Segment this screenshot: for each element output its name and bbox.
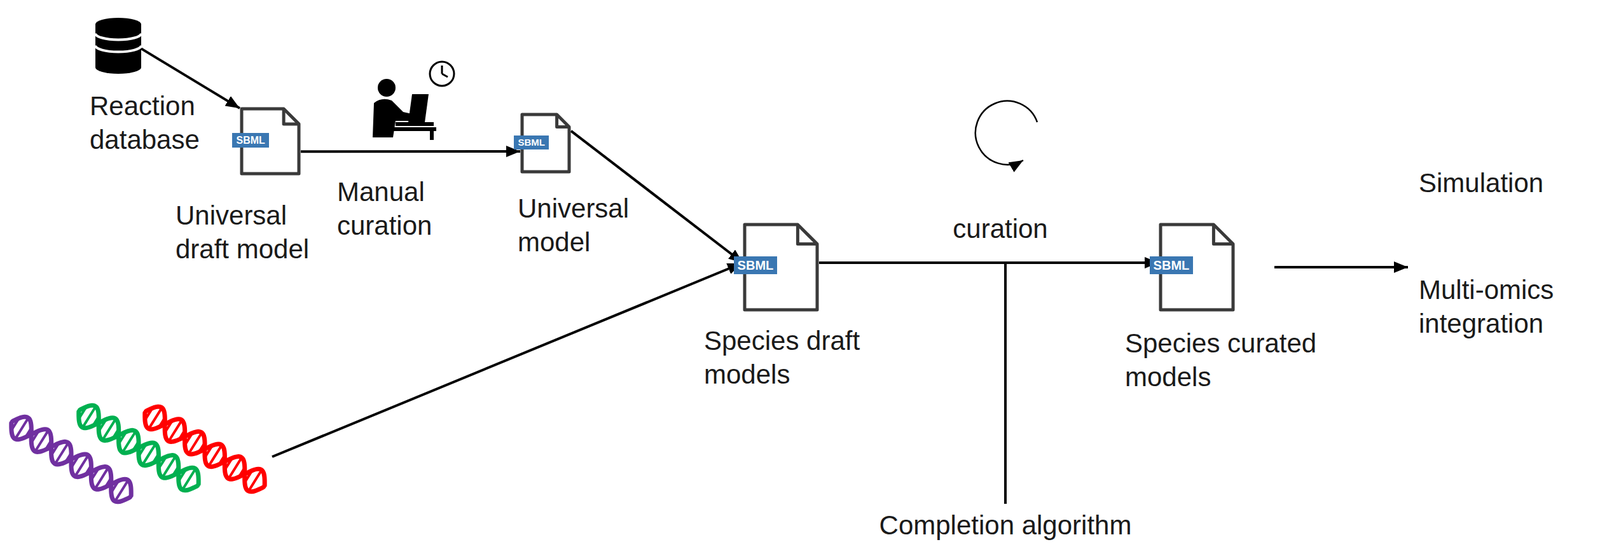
edge-label: curation <box>943 212 1058 247</box>
format-badge: SBML <box>513 135 549 150</box>
file-fold <box>283 108 299 125</box>
free-label: Simulation <box>1418 166 1585 201</box>
dna-strand <box>138 401 271 497</box>
sbml-file-node: SBMLUniversal model <box>520 112 572 174</box>
node-caption: Universal model <box>517 192 645 259</box>
node-caption: Universal draft model <box>175 199 329 266</box>
free-label: Multi-omics integration <box>1418 273 1591 341</box>
edge-label: Manual curation <box>337 175 446 243</box>
free-label: Completion algorithm <box>865 508 1146 543</box>
cylinder-band <box>95 33 142 40</box>
sbml-file-node: SBMLUniversal draft model <box>239 106 301 176</box>
dna-helix <box>138 401 271 497</box>
flow-arrow <box>819 261 1159 264</box>
database-icon <box>95 17 142 74</box>
stem-line <box>1004 262 1007 504</box>
flow-arrow <box>300 150 521 153</box>
format-badge: SBML <box>1149 256 1194 275</box>
output-arrow <box>1274 265 1408 269</box>
cylinder-band <box>95 45 142 53</box>
database-node: Reaction database <box>95 17 142 74</box>
dna-illustration <box>5 400 271 507</box>
format-badge: SBML <box>733 256 778 275</box>
format-badge: SBML <box>232 132 269 148</box>
node-caption: Reaction database <box>89 89 217 157</box>
cycle-arrow <box>975 101 1038 165</box>
node-caption: Species curated models <box>1124 326 1329 394</box>
cylinder-top <box>95 17 142 31</box>
node-caption: Species draft models <box>703 324 883 392</box>
person-icon <box>372 78 437 140</box>
file-fold <box>557 114 570 127</box>
sbml-file-node: SBMLSpecies draft models <box>742 222 820 312</box>
clock-icon <box>429 61 455 86</box>
file-fold <box>1213 224 1234 245</box>
cylinder-body <box>95 24 142 68</box>
cylinder-bottom <box>95 61 142 74</box>
genome-arrow <box>272 263 742 457</box>
sbml-file-node: SBMLSpecies curated models <box>1158 222 1235 312</box>
dna-strand <box>138 401 271 497</box>
file-fold <box>797 224 818 245</box>
